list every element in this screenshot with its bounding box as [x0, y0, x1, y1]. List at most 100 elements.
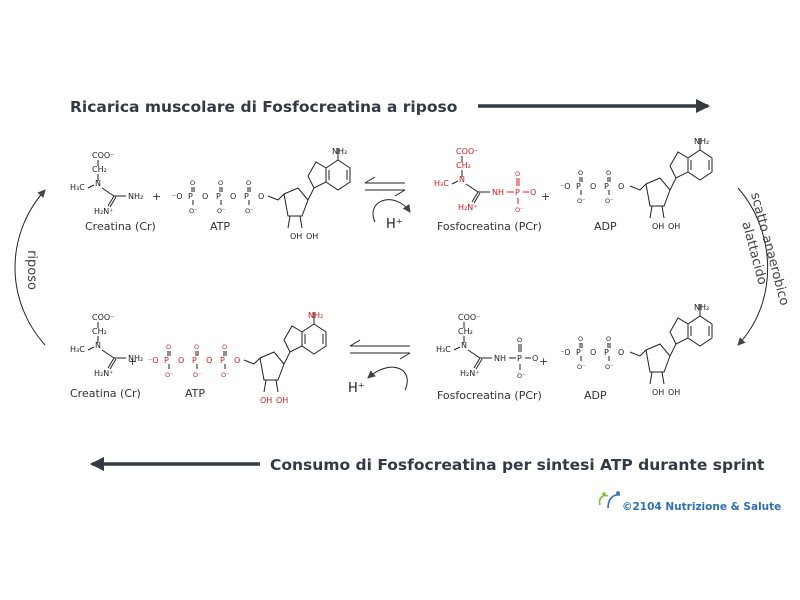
svg-text:O⁻: O⁻ — [221, 371, 230, 379]
svg-text:O: O — [618, 348, 624, 357]
svg-text:P: P — [244, 192, 249, 201]
svg-text:O: O — [258, 192, 264, 201]
svg-text:O: O — [190, 179, 195, 187]
compound-label-adp-top: ADP — [594, 220, 617, 233]
svg-text:CH₂: CH₂ — [458, 327, 473, 336]
svg-text:COO⁻: COO⁻ — [458, 313, 480, 322]
svg-text:OH: OH — [260, 396, 272, 405]
svg-text:P: P — [164, 356, 169, 365]
svg-text:O: O — [606, 335, 611, 343]
svg-text:O: O — [590, 182, 596, 191]
compound-label-creatine-bottom: Creatina (Cr) — [70, 387, 141, 400]
pcr-structure-bottom: COO⁻ CH₂ N H₃C NH P O O O⁻ H₂N⁺ — [436, 313, 538, 380]
compound-label-pcr-top: Fosfocreatina (PCr) — [437, 220, 542, 233]
creatine-structure-top: COO⁻ CH₂ N H₃C NH₂ H₂N⁺ — [70, 151, 143, 216]
compound-label-creatine-top: Creatina (Cr) — [85, 220, 156, 233]
svg-text:N: N — [95, 341, 101, 350]
svg-text:OH: OH — [652, 388, 664, 397]
svg-text:H₂N⁺: H₂N⁺ — [94, 207, 113, 216]
svg-text:O⁻: O⁻ — [165, 371, 174, 379]
svg-text:P: P — [604, 348, 609, 357]
svg-text:P: P — [188, 192, 193, 201]
heading-top: Ricarica muscolare di Fosfocreatina a ri… — [70, 98, 457, 116]
svg-text:H₃C: H₃C — [70, 183, 85, 192]
side-label-left: riposo — [24, 250, 39, 290]
svg-text:O: O — [194, 343, 199, 351]
plus-sign: + — [152, 190, 161, 203]
svg-text:O: O — [532, 354, 538, 363]
hplus-top: H⁺ — [386, 217, 403, 232]
svg-text:P: P — [515, 188, 520, 197]
brand-logo: ©2104 Nutrizione & Salute — [598, 491, 781, 513]
svg-text:O: O — [234, 356, 240, 365]
svg-text:O⁻: O⁻ — [245, 207, 254, 215]
atp-structure-bottom: ⁻O P O O⁻ O P O O⁻ O P O O⁻ O NH₂ OH OH — [148, 311, 327, 405]
svg-text:NH: NH — [492, 188, 504, 197]
svg-text:O: O — [517, 336, 522, 344]
svg-text:OH: OH — [668, 222, 680, 231]
svg-text:O: O — [218, 179, 223, 187]
svg-text:O: O — [618, 182, 624, 191]
svg-text:O: O — [206, 356, 212, 365]
svg-text:COO⁻: COO⁻ — [456, 147, 478, 156]
equilibrium-arrows-bottom — [349, 339, 411, 360]
compound-label-atp-bottom: ATP — [185, 387, 205, 400]
hplus-curved-arrow-bottom — [367, 366, 408, 391]
svg-text:OH: OH — [668, 388, 680, 397]
svg-text:⁻O: ⁻O — [172, 192, 183, 201]
svg-text:P: P — [517, 354, 522, 363]
pcr-structure-top: COO⁻ CH₂ N H₃C NH P O O O⁻ H₂N⁺ — [434, 147, 536, 214]
svg-text:H₂N⁺: H₂N⁺ — [94, 369, 113, 378]
plus-sign: + — [539, 355, 548, 368]
svg-text:OH: OH — [306, 232, 318, 241]
svg-text:P: P — [216, 192, 221, 201]
svg-text:OH: OH — [276, 396, 288, 405]
svg-text:⁻O: ⁻O — [560, 348, 571, 357]
svg-text:O⁻: O⁻ — [193, 371, 202, 379]
plus-sign: + — [541, 190, 550, 203]
svg-text:O: O — [530, 188, 536, 197]
svg-text:H₃C: H₃C — [436, 345, 451, 354]
svg-text:NH₂: NH₂ — [308, 311, 323, 320]
svg-text:P: P — [192, 356, 197, 365]
svg-text:CH₂: CH₂ — [92, 327, 107, 336]
svg-text:O: O — [230, 192, 236, 201]
atp-structure-top: ⁻O P O O⁻ O P O O⁻ O P O O⁻ O NH₂ OH OH — [172, 147, 351, 241]
svg-text:H₂N⁺: H₂N⁺ — [458, 203, 477, 212]
svg-text:O: O — [246, 179, 251, 187]
svg-text:OH: OH — [290, 232, 302, 241]
svg-text:O: O — [606, 169, 611, 177]
adp-structure-top: ⁻O P O O⁻ O P O O⁻ O NH₂ OH OH — [560, 137, 713, 231]
svg-text:O: O — [166, 343, 171, 351]
svg-text:P: P — [604, 182, 609, 191]
svg-text:O: O — [222, 343, 227, 351]
compound-label-adp-bottom: ADP — [584, 389, 607, 402]
svg-text:N: N — [459, 175, 465, 184]
svg-text:H₃C: H₃C — [70, 345, 85, 354]
svg-text:O⁻: O⁻ — [605, 197, 614, 205]
svg-text:O: O — [515, 170, 520, 178]
svg-text:P: P — [576, 182, 581, 191]
svg-text:⁻O: ⁻O — [148, 356, 159, 365]
svg-text:CH₂: CH₂ — [92, 165, 107, 174]
equilibrium-arrows-top — [364, 176, 406, 197]
svg-text:⁻O: ⁻O — [560, 182, 571, 191]
svg-text:O⁻: O⁻ — [605, 363, 614, 371]
svg-text:O: O — [178, 356, 184, 365]
svg-text:O: O — [578, 335, 583, 343]
svg-text:N: N — [461, 341, 467, 350]
logo-text: ©2104 Nutrizione & Salute — [622, 501, 781, 513]
svg-text:COO⁻: COO⁻ — [92, 151, 114, 160]
svg-text:NH₂: NH₂ — [128, 192, 143, 201]
svg-text:CH₂: CH₂ — [456, 161, 471, 170]
svg-text:H₃C: H₃C — [434, 179, 449, 188]
svg-text:NH₂: NH₂ — [128, 354, 143, 363]
svg-text:O: O — [578, 169, 583, 177]
compound-label-atp-top: ATP — [210, 220, 230, 233]
plus-sign: + — [128, 355, 137, 368]
svg-text:OH: OH — [652, 222, 664, 231]
svg-text:O⁻: O⁻ — [577, 363, 586, 371]
svg-text:O⁻: O⁻ — [189, 207, 198, 215]
svg-text:O⁻: O⁻ — [517, 372, 526, 380]
